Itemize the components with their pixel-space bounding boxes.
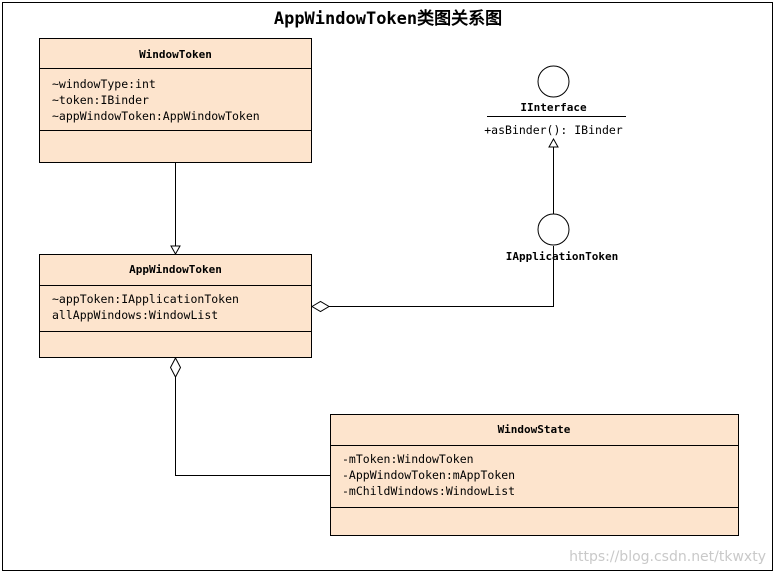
class-attribute: ~token:IBinder — [52, 93, 149, 107]
interface-iinterface: IInterface +asBinder(): IBinder — [484, 65, 626, 137]
generalization-iapplicationtoken-to-iinterface — [548, 137, 559, 214]
aggregation-apptoken-iapplicationtoken — [311, 246, 554, 313]
aggregation-diamond — [169, 356, 182, 379]
class-attribute: -mChildWindows:WindowList — [342, 484, 515, 498]
class-attribute: ~appToken:IApplicationToken — [52, 292, 239, 306]
interface-iapplicationtoken: IApplicationToken — [506, 213, 619, 263]
class-attribute: allAppWindows:WindowList — [52, 308, 218, 322]
interface-name: IInterface — [520, 101, 587, 114]
class-attribute: -mToken:WindowToken — [342, 452, 474, 466]
aggregation-diamond — [311, 300, 330, 313]
class-name: WindowToken — [139, 48, 212, 61]
generalization-apptoken-to-windowtoken — [170, 163, 181, 256]
interface-method: +asBinder(): IBinder — [484, 123, 623, 137]
class-attribute: ~windowType:int — [52, 77, 156, 91]
class-box — [330, 414, 739, 536]
generalization-arrowhead — [548, 137, 559, 148]
diagram-title: AppWindowToken类图关系图 — [274, 8, 502, 29]
class-appwindowtoken: AppWindowToken ~appToken:IApplicationTok… — [39, 254, 312, 358]
watermark-text: https://blog.csdn.net/tkwxty — [569, 549, 766, 565]
class-attribute: -AppWindowToken:mAppToken — [342, 468, 515, 482]
class-windowstate: WindowState -mToken:WindowToken -AppWind… — [330, 414, 739, 536]
class-box — [39, 254, 312, 358]
interface-lollipop-icon — [537, 213, 570, 246]
class-name: AppWindowToken — [129, 263, 222, 276]
class-windowtoken: WindowToken ~windowType:int ~token:IBind… — [39, 38, 312, 163]
interface-name: IApplicationToken — [506, 250, 619, 263]
generalization-arrowhead — [170, 245, 181, 256]
interface-lollipop-icon — [537, 65, 570, 98]
class-box — [39, 38, 312, 163]
class-name: WindowState — [498, 423, 571, 436]
aggregation-apptoken-windowstate — [169, 356, 330, 476]
class-attribute: ~appWindowToken:AppWindowToken — [52, 109, 260, 123]
